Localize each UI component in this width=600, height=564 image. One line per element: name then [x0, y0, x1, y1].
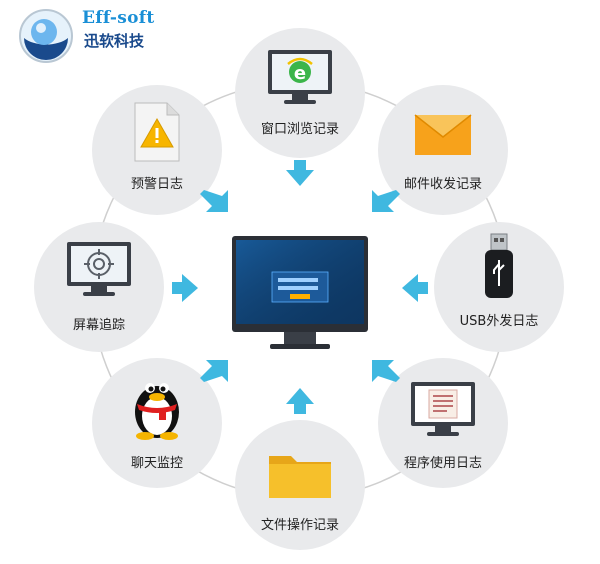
node-window-browse: e 窗口浏览记录: [235, 28, 365, 158]
arrow-up-left-icon: [372, 360, 400, 382]
svg-text:e: e: [294, 63, 306, 84]
envelope-icon: [414, 114, 472, 155]
node-program: 程序使用日志: [378, 358, 508, 488]
arrow-right-icon: [172, 274, 198, 302]
arrow-down-right-icon: [200, 190, 228, 212]
program-monitor-icon: [411, 382, 475, 436]
arrow-up-right-icon: [200, 360, 228, 382]
node-label: 屏幕追踪: [72, 318, 125, 333]
node-label: 邮件收发记录: [403, 177, 482, 192]
node-label: USB外发日志: [459, 314, 539, 329]
node-chat: 聊天监控: [92, 358, 222, 488]
node-alert: 预警日志: [92, 85, 222, 215]
arrow-down-left-icon: [372, 190, 400, 212]
arrow-left-icon: [402, 274, 428, 302]
folder-icon: [269, 456, 331, 498]
node-file-op: 文件操作记录: [235, 420, 365, 550]
node-label: 聊天监控: [130, 456, 183, 471]
center-monitor: [232, 236, 368, 349]
node-usb: USB外发日志: [434, 222, 564, 352]
node-label: 程序使用日志: [403, 456, 482, 471]
brand-logo: [14, 4, 78, 72]
brand-name-en: Eff-soft: [82, 8, 155, 28]
warning-document-icon: [134, 102, 180, 162]
node-mail: 邮件收发记录: [378, 85, 508, 215]
screen-target-icon: [67, 242, 131, 296]
ie-monitor-icon: e: [268, 50, 332, 104]
arrow-down-icon: [286, 160, 314, 186]
brand-name-cn: 迅软科技: [84, 32, 145, 50]
qq-penguin-icon: [135, 383, 179, 440]
node-screen: 屏幕追踪: [34, 222, 164, 352]
usb-drive-icon: [485, 233, 513, 298]
arrow-up-icon: [286, 388, 314, 414]
node-label: 预警日志: [130, 177, 183, 192]
node-label: 窗口浏览记录: [260, 122, 339, 137]
node-label: 文件操作记录: [260, 518, 339, 533]
logo-globe-icon: [19, 9, 73, 63]
